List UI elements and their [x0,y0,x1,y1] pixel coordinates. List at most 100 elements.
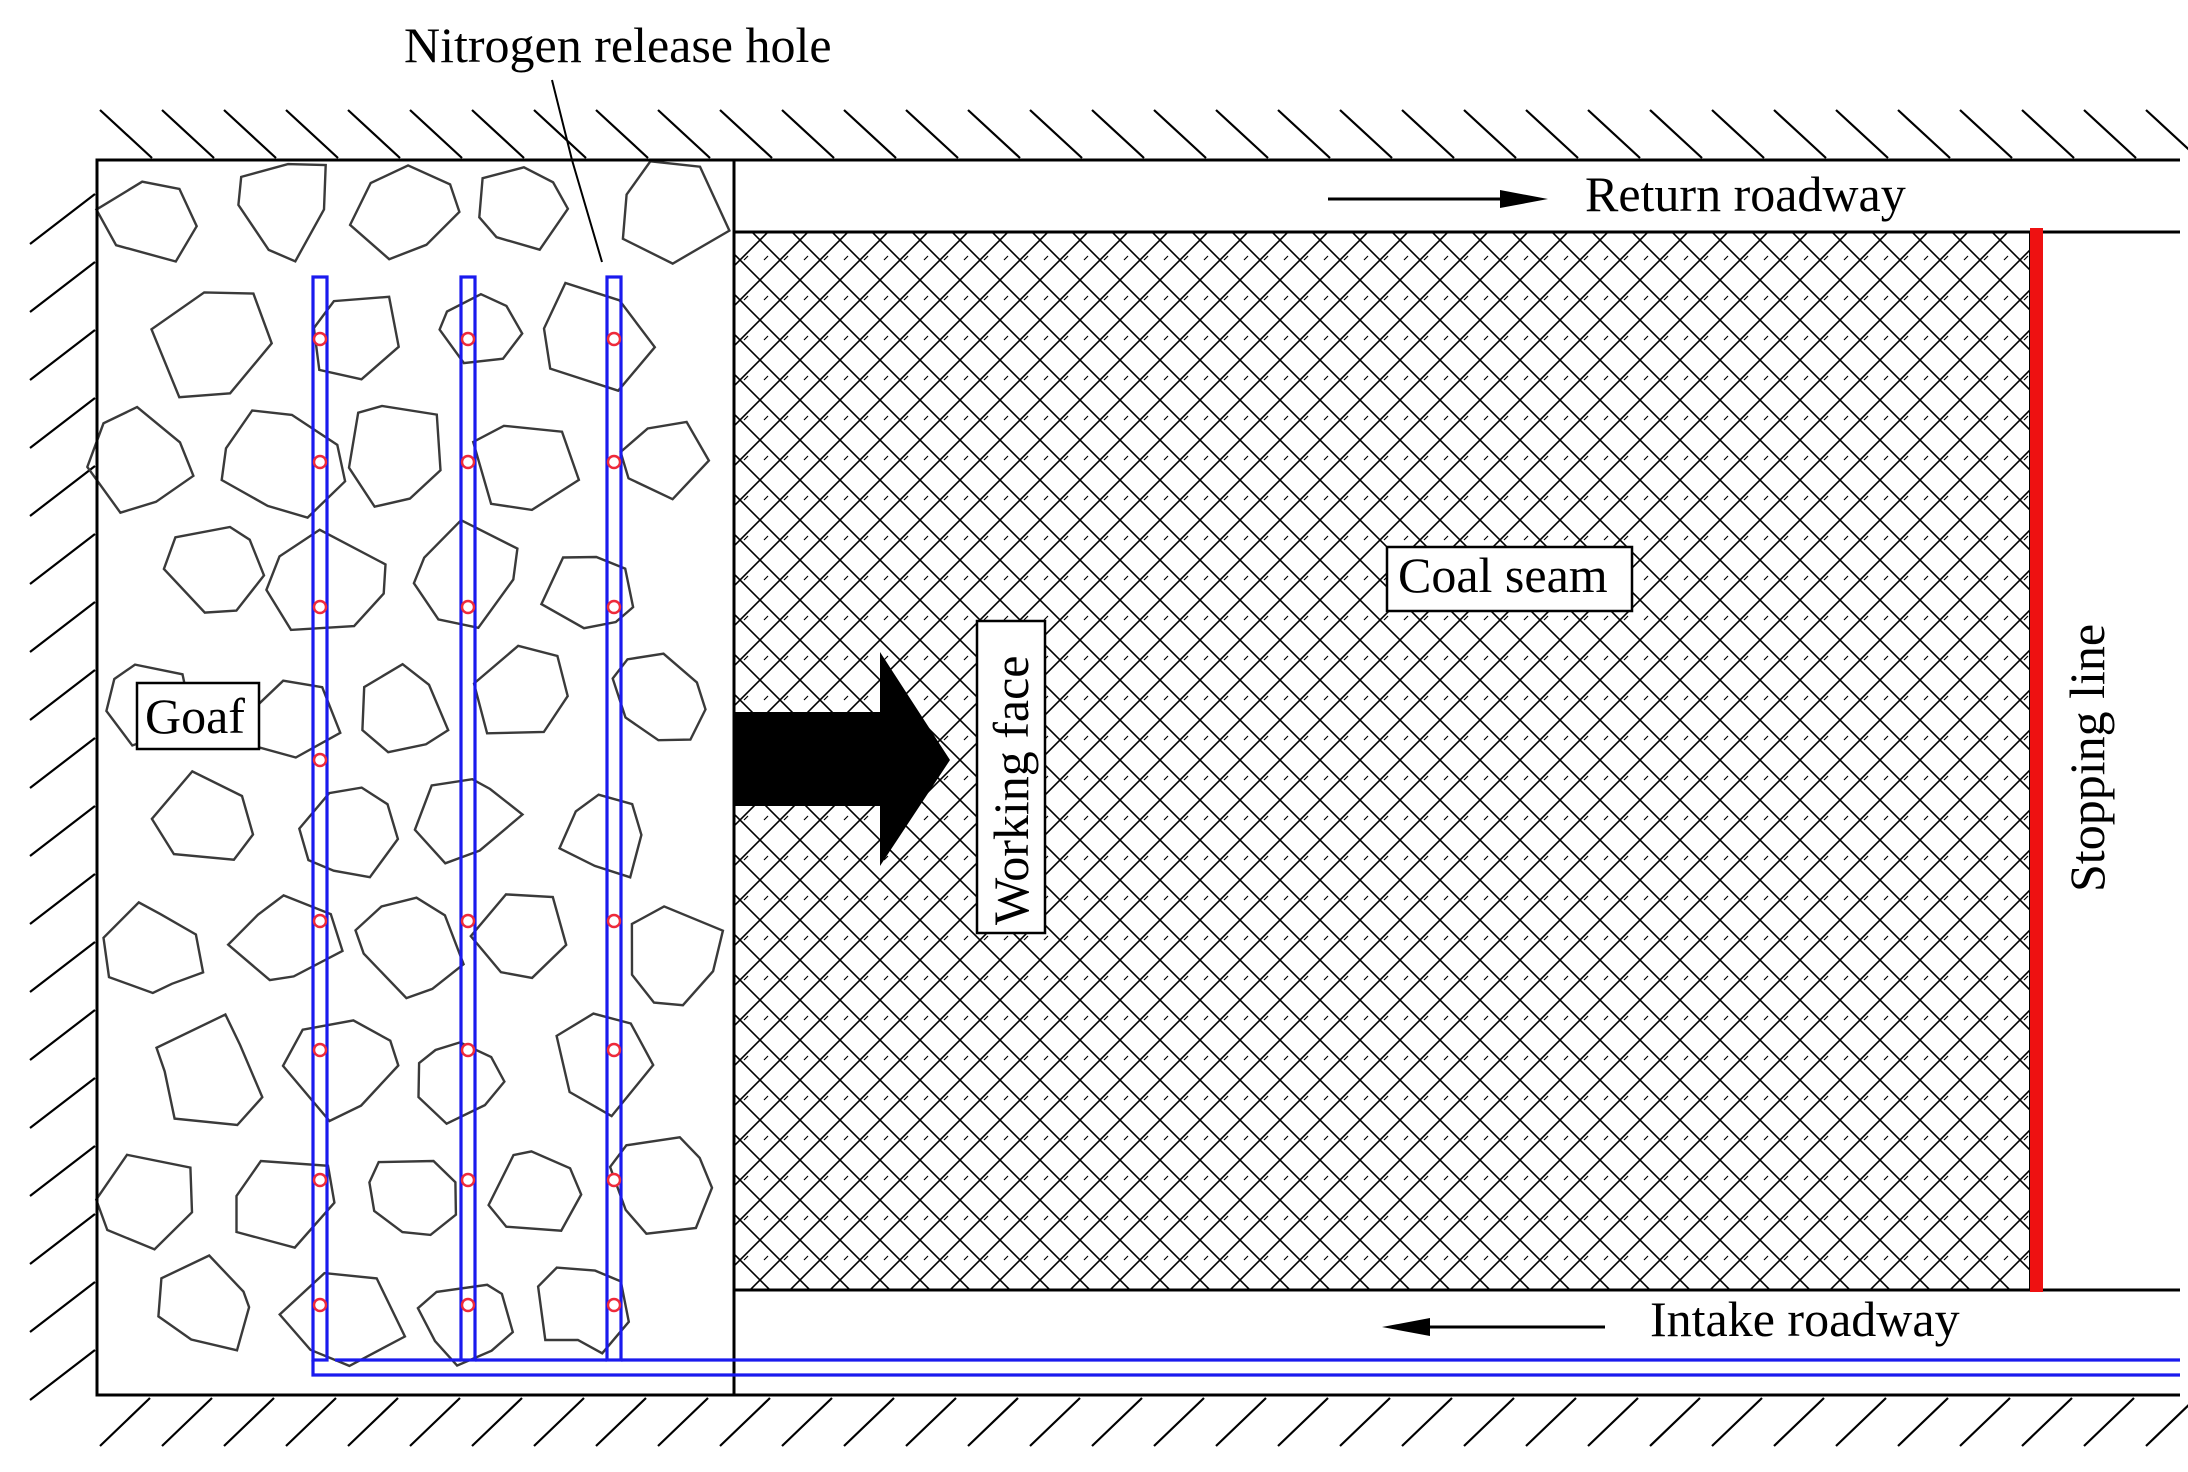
hatch-mark [1649,1397,1701,1447]
hatch-mark [2145,109,2188,151]
hatch-mark [29,1349,96,1401]
rubble-stone [487,1150,583,1232]
nitrogen-release-hole [312,1042,328,1058]
hatch-mark [285,1397,337,1447]
rubble-stone [630,905,725,1007]
hatch-mark [1835,109,1889,159]
nitrogen-release-hole [312,599,328,615]
rubble-stone [278,1271,407,1368]
rubble-stone [469,893,568,980]
hatch-mark [595,109,649,159]
nitrogen-release-holes [312,331,622,1313]
nitrogen-pipe-branch [311,275,329,1362]
rubble-stone [619,420,711,501]
intake-roadway-label: Intake roadway [1650,1291,1960,1347]
rubble-stone [150,291,274,399]
hatch-mark [967,109,1021,159]
nitrogen-release-hole [606,1042,622,1058]
coal-seam-label-box [1385,545,1634,613]
hatch-mark [1277,109,1331,159]
hatch-mark [1587,109,1641,159]
hatch-mark [843,1397,895,1447]
nitrogen-release-hole [606,331,622,347]
hatch-mark [1153,1397,1205,1447]
hatch-mark [29,601,96,653]
hatch-mark [905,109,959,159]
hatch-mark [657,109,711,159]
hatch-mark [29,873,96,925]
hatch-mark [409,109,463,159]
hatch-mark [1959,1397,2011,1447]
hatch-mark [1215,1397,1267,1447]
hatch-mark [471,1397,523,1447]
hatch-mark [1339,1397,1391,1447]
rubble-stone [608,1136,714,1235]
rubble-stone [297,786,400,879]
hatch-mark [1153,109,1207,159]
hatch-mark [719,1397,771,1447]
nitrogen-release-hole [460,331,476,347]
hatch-mark [223,1397,275,1447]
hatch-mark [1401,109,1455,159]
hatch-mark [29,805,96,857]
rubble-stone [220,409,347,519]
rubble-stone [536,1266,631,1355]
hatch-mark [843,109,897,159]
stopping-line [2030,228,2043,1292]
hatch-mark [29,669,96,721]
nitrogen-hole-leader [551,79,603,263]
nitrogen-release-hole [606,1172,622,1188]
rubble-stone [412,518,519,630]
hatch-mark [1091,109,1145,159]
nitrogen-release-hole [312,752,328,768]
nitrogen-release-hole [460,454,476,470]
hatch-mark [2145,1404,2188,1447]
rubble-stone [417,1041,506,1126]
working-face-label-box [975,619,1047,935]
rubble-stone [361,662,450,754]
rubble-stone [438,292,524,365]
rubble-stone [555,1012,655,1118]
hatch-mark [2083,1397,2135,1447]
nitrogen-release-hole [460,913,476,929]
hatch-mark [533,109,587,159]
rubble-stone [347,404,442,509]
hatch-mark [1277,1397,1329,1447]
rubble-stone [478,166,570,252]
hatch-mark [1091,1397,1143,1447]
hatch-mark [29,1213,96,1265]
hatch-mark [347,109,401,159]
rubble-stone [542,281,657,393]
hatch-mark [781,1397,833,1447]
hatch-mark [1835,1397,1887,1447]
hatch-mark [29,329,96,381]
nitrogen-release-hole [606,913,622,929]
nitrogen-main-pipe [311,1358,2180,1377]
rubble-stone [368,1159,458,1237]
hatch-mark [967,1397,1019,1447]
hatch-mark [781,109,835,159]
rubble-stone [265,528,387,632]
rubble-stone [150,769,255,861]
hatch-mark [1711,109,1765,159]
hatch-mark [719,109,773,159]
stopping-line-label-box [2057,574,2119,896]
hatch-mark [285,109,339,159]
hatch-mark [1525,109,1579,159]
hatch-mark [29,261,96,313]
rubble-stone [155,1012,264,1127]
hatch-mark [29,397,96,449]
hatch-mark [1525,1397,1577,1447]
rubble-stone [94,180,199,263]
rubble-stone [621,160,731,265]
hatch-mark [29,1009,96,1061]
hatch-mark [1711,1397,1763,1447]
hatch-mark [1897,1397,1949,1447]
nitrogen-release-hole [312,454,328,470]
hatch-mark [29,1077,96,1129]
nitrogen-release-hole [606,599,622,615]
hatch-mark [1463,109,1517,159]
hatch-mark [29,941,96,993]
nitrogen-pipe-branch [605,275,623,1362]
hatch-mark [1029,1397,1081,1447]
